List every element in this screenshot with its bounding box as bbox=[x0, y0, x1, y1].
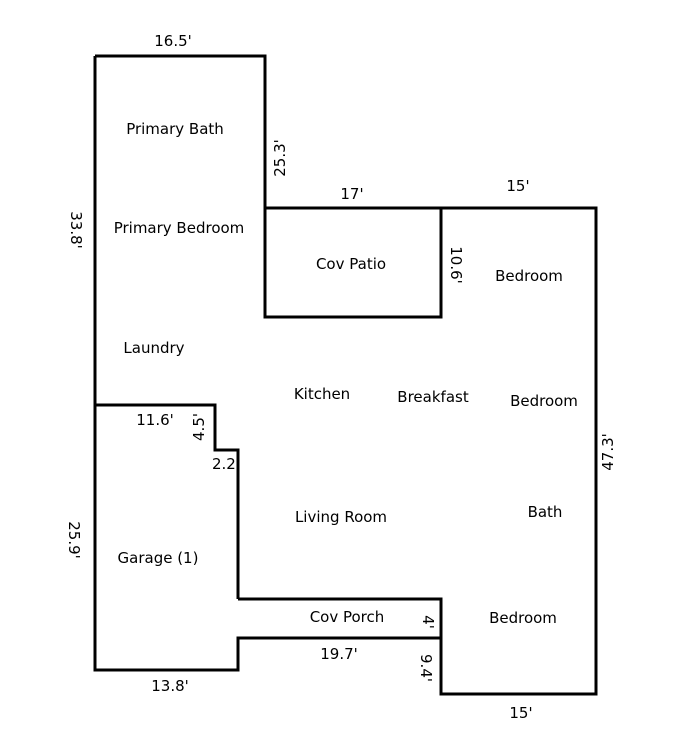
room-cov-porch: Cov Porch bbox=[310, 608, 385, 626]
room-garage: Garage (1) bbox=[118, 549, 199, 567]
dim-patio-right-side: 10.6' bbox=[447, 246, 465, 284]
garage-partition bbox=[95, 403, 240, 599]
dim-left-lower-side: 25.9' bbox=[65, 521, 83, 559]
dim-lower-right-side: 9.4' bbox=[417, 654, 435, 682]
dim-right-wing-top: 15' bbox=[506, 177, 529, 195]
dim-primary-right-side: 25.3' bbox=[271, 139, 289, 177]
room-bath: Bath bbox=[528, 503, 563, 521]
room-kitchen: Kitchen bbox=[294, 385, 350, 403]
room-living-room: Living Room bbox=[295, 508, 387, 526]
exterior-wall bbox=[93, 54, 598, 696]
dim-top-primary: 16.5' bbox=[154, 32, 192, 50]
dim-garage-notch-horizontal: 2.2' bbox=[212, 455, 240, 473]
room-bedroom-top: Bedroom bbox=[495, 267, 563, 285]
room-primary-bedroom: Primary Bedroom bbox=[114, 219, 245, 237]
cov-porch-outline bbox=[238, 597, 443, 638]
room-breakfast: Breakfast bbox=[397, 388, 469, 406]
dim-bottom-right: 15' bbox=[509, 704, 532, 722]
room-laundry: Laundry bbox=[123, 339, 184, 357]
room-cov-patio: Cov Patio bbox=[316, 255, 386, 273]
dim-right-side: 47.3' bbox=[599, 433, 617, 471]
dim-patio-top: 17' bbox=[340, 185, 363, 203]
dim-left-upper-side: 33.8' bbox=[67, 211, 85, 249]
dim-garage-bottom: 13.8' bbox=[151, 677, 189, 695]
cov-patio-outline bbox=[263, 208, 443, 319]
dim-garage-top: 11.6' bbox=[136, 411, 174, 429]
room-bedroom-mid: Bedroom bbox=[510, 392, 578, 410]
dim-porch-depth: 4' bbox=[419, 615, 437, 629]
room-primary-bath: Primary Bath bbox=[126, 120, 224, 138]
room-bedroom-bottom: Bedroom bbox=[489, 609, 557, 627]
dim-garage-notch-vertical: 4.5' bbox=[190, 413, 208, 441]
dim-porch-bottom: 19.7' bbox=[320, 645, 358, 663]
